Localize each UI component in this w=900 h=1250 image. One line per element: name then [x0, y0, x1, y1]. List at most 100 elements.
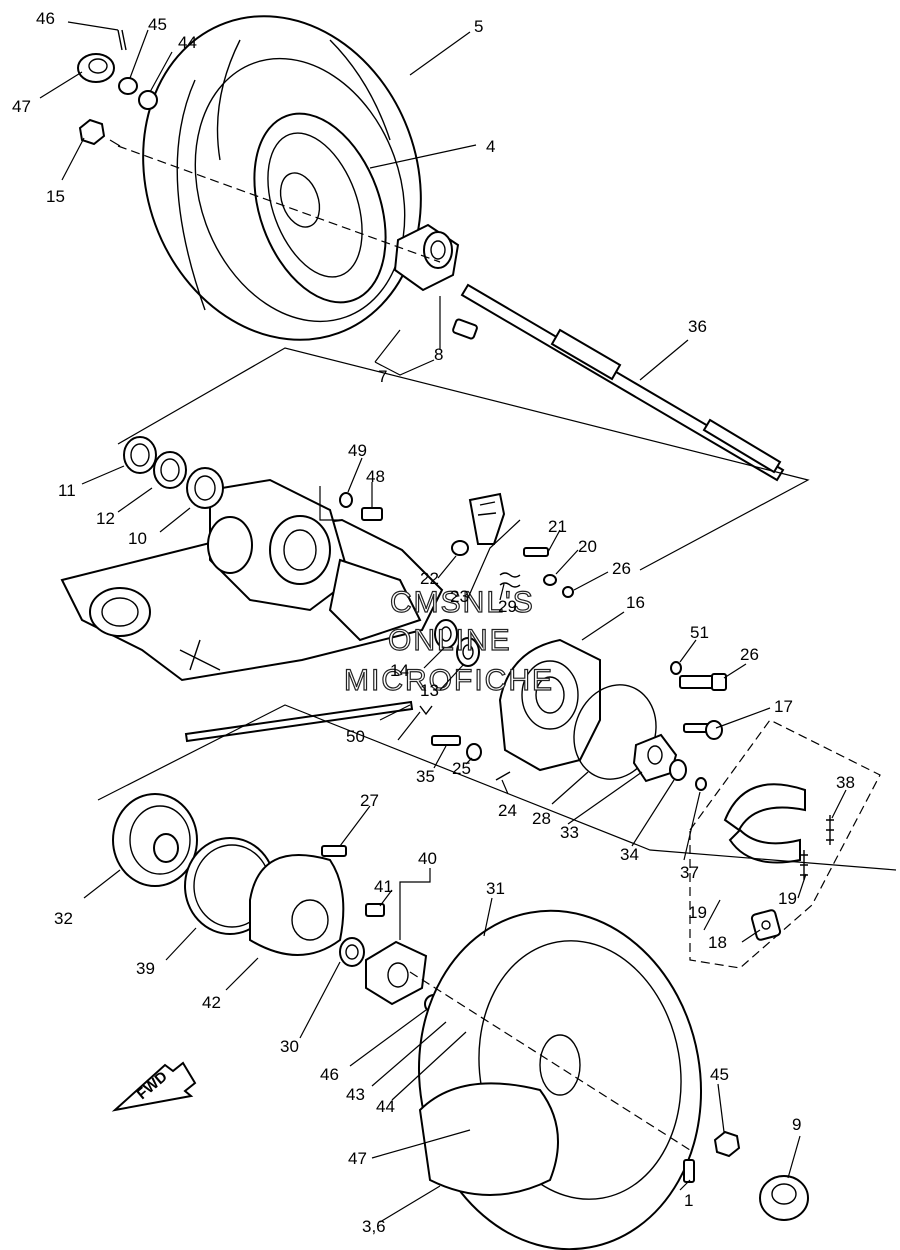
callout-label: 47 [348, 1149, 367, 1168]
pin-20 [543, 574, 557, 586]
watermark-line-2: ONLINE [388, 624, 512, 657]
wheel-nut-9 [713, 1130, 741, 1158]
washer-49 [339, 492, 353, 508]
callout-label: 39 [136, 959, 155, 978]
valve-3-6 [683, 1159, 695, 1183]
callout-label: 4 [486, 137, 495, 156]
callout-label: 47 [12, 97, 31, 116]
bolt-42 [365, 903, 385, 917]
plate-27 [750, 909, 782, 941]
leader-lines [39, 21, 847, 1223]
bolt-32 [321, 845, 347, 857]
callout-label: 23 [450, 587, 469, 606]
wheel-nut-top [78, 118, 106, 146]
axle-nut-top [77, 53, 115, 83]
callout-label: 29 [498, 597, 517, 616]
callout-label: 38 [836, 773, 855, 792]
callout-label: 20 [578, 537, 597, 556]
callout-label: 3,6 [362, 1217, 386, 1236]
cotter-pin-top [117, 29, 127, 51]
bearing-12 [153, 451, 187, 489]
drum-cover-30 [249, 854, 345, 956]
callout-label: 8 [434, 345, 443, 364]
callout-label: 43 [346, 1085, 365, 1104]
callout-label: 36 [688, 317, 707, 336]
front-wheel-tire-assembly [418, 909, 702, 1250]
callout-label: 46 [320, 1065, 339, 1084]
spring-29 [499, 572, 521, 588]
o-ring-26-upper [562, 586, 574, 598]
callout-label: 37 [680, 863, 699, 882]
callout-label: 51 [690, 623, 709, 642]
pin-28 [495, 771, 511, 781]
callout-label: 22 [420, 569, 439, 588]
bolt-48 [361, 507, 383, 521]
callout-label: 33 [560, 823, 579, 842]
callout-label: 46 [36, 9, 55, 28]
washer-24 [466, 743, 482, 761]
seal-13 [456, 637, 480, 667]
callout-label: 44 [376, 1097, 395, 1116]
callout-label: 28 [532, 809, 551, 828]
seal-31 [339, 937, 365, 967]
callout-label: 5 [474, 17, 483, 36]
callout-label: 48 [366, 467, 385, 486]
washer-top-45 [118, 77, 138, 95]
drum-39 [112, 793, 198, 887]
callout-label: 32 [54, 909, 73, 928]
callout-label: 45 [710, 1065, 729, 1084]
callout-label: 11 [58, 481, 76, 500]
callout-label: 2 [0, 0, 9, 4]
callout-label: 24 [498, 801, 517, 820]
o-ring-38 [695, 777, 707, 791]
brake-cam-lever [468, 492, 506, 545]
callout-label: 34 [620, 845, 639, 864]
callout-label: 49 [348, 441, 367, 460]
callout-label: 9 [792, 1115, 801, 1134]
callout-label: 42 [202, 993, 221, 1012]
callout-label: 7 [378, 367, 387, 386]
callout-label: 17 [774, 697, 793, 716]
nut-22 [451, 540, 469, 556]
bolt-25 [431, 735, 461, 746]
callout-label: 19 [778, 889, 797, 908]
o-ring-26-lower [670, 661, 682, 675]
group-outline-shoes [689, 719, 881, 969]
wheel-hub-front [365, 940, 428, 1006]
callout-label: 13 [420, 681, 439, 700]
callout-label: 41 [374, 877, 393, 896]
spring-19-upper [826, 815, 834, 845]
callout-label: 44 [178, 33, 197, 52]
bolt-21 [523, 547, 549, 557]
callout-label: 19 [688, 903, 707, 922]
callout-label: 18 [708, 933, 727, 952]
callout-label: 16 [626, 593, 645, 612]
callout-label: 35 [416, 767, 435, 786]
rear-axle-shaft [460, 283, 785, 482]
bolt-17 [679, 673, 727, 691]
callout-label: 12 [96, 509, 115, 528]
swing-arm-final-drive-case [60, 478, 444, 682]
callout-label: 15 [46, 187, 65, 206]
callout-label: 40 [418, 849, 437, 868]
callout-label: 14 [390, 661, 409, 680]
rear-wheel-tire-assembly [142, 15, 422, 341]
seal-14 [434, 619, 458, 649]
washer-top-44 [138, 90, 158, 110]
callout-label: 27 [360, 791, 379, 810]
oil-seal-11 [123, 436, 157, 474]
clip-51 [419, 705, 433, 716]
callout-label: 10 [128, 529, 147, 548]
watermark-line-1: CMSNL'S [390, 586, 535, 619]
group-outline-final-drive [117, 347, 810, 571]
callout-label: 31 [486, 879, 505, 898]
callout-label: 26 [612, 559, 631, 578]
bearing-10 [186, 467, 224, 509]
hub-cap-47 [759, 1175, 809, 1221]
callout-label: 45 [148, 15, 167, 34]
callout-label: 26 [740, 645, 759, 664]
callout-label: 50 [346, 727, 365, 746]
callout-label: 30 [280, 1037, 299, 1056]
washer-37 [669, 759, 687, 781]
